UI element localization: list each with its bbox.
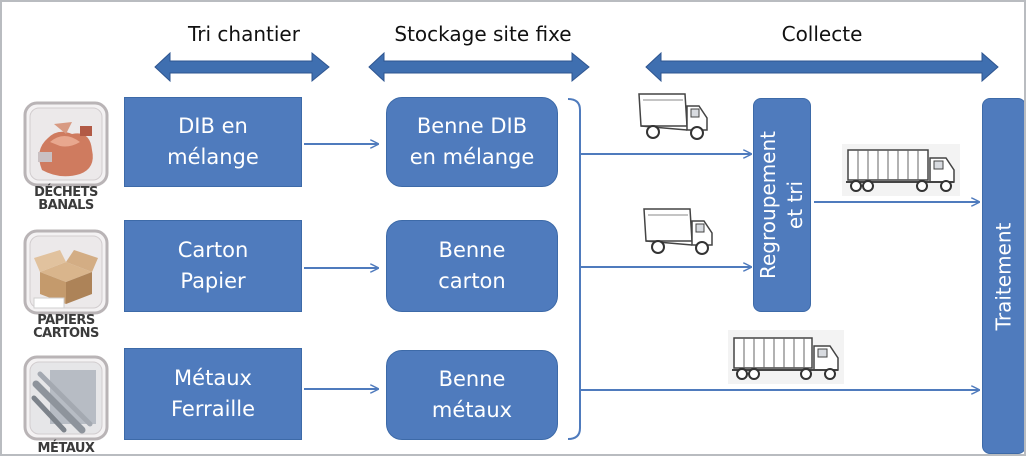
category-papiers-cartons: PAPIERS CARTONS — [20, 228, 112, 346]
sort-box-carton-label: Carton Papier — [177, 238, 249, 293]
storage-bracket — [567, 98, 581, 440]
sort-box-dib-label: DIB en mélange — [167, 114, 259, 169]
storage-box-benne-metaux: Benne métaux — [386, 350, 558, 440]
header-tri-chantier: Tri chantier — [188, 22, 300, 46]
header-arrow-tri — [154, 51, 330, 83]
sort-box-carton: Carton Papier — [124, 220, 302, 312]
small-truck-icon — [643, 208, 713, 255]
storage-box-benne-metaux-label: Benne métaux — [431, 367, 513, 422]
header-arrow-stockage — [368, 51, 590, 83]
traitement-box: Traitement — [982, 98, 1024, 454]
storage-box-benne-carton: Benne carton — [386, 220, 558, 312]
category-label-dechets-banals: DÉCHETS BANALS — [34, 185, 98, 213]
sort-box-metaux-label: Métaux Ferraille — [170, 366, 256, 421]
category-label-metaux: MÉTAUX — [37, 441, 95, 456]
category-dechets-banals: DÉCHETS BANALS — [20, 100, 112, 218]
header-collecte: Collecte — [781, 22, 863, 46]
small-truck-icon — [638, 93, 708, 140]
storage-box-benne-dib-label: Benne DIB en mélange — [409, 114, 535, 169]
header-stockage-site-fixe: Stockage site fixe — [394, 22, 572, 46]
storage-box-benne-dib: Benne DIB en mélange — [386, 97, 558, 187]
storage-box-benne-carton-label: Benne carton — [438, 238, 506, 293]
sort-box-dib: DIB en mélange — [124, 97, 302, 187]
traitement-label: Traitement — [991, 222, 1016, 330]
semi-trailer-truck-icon — [728, 330, 844, 384]
category-metaux: MÉTAUX — [20, 354, 112, 456]
waste-bag-icon — [23, 101, 109, 187]
semi-trailer-truck-icon — [842, 144, 960, 196]
regroupement-box: Regroupement et tri — [753, 98, 811, 312]
category-label-papiers-cartons: PAPIERS CARTONS — [33, 313, 99, 341]
metal-bars-icon — [23, 355, 109, 441]
regroupement-label: Regroupement et tri — [756, 131, 807, 279]
header-arrow-collecte — [645, 51, 999, 83]
sort-box-metaux: Métaux Ferraille — [124, 348, 302, 440]
cardboard-box-icon — [23, 229, 109, 315]
